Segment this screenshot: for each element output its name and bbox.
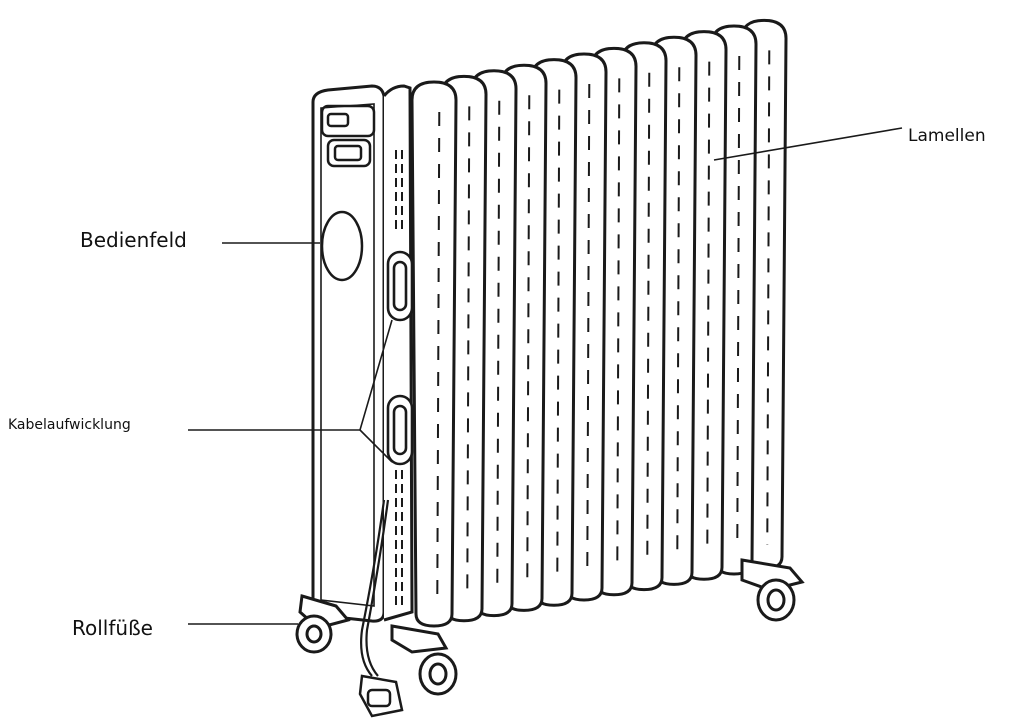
- leader-lines: [188, 127, 903, 625]
- radiator-fin: [410, 80, 458, 628]
- cable-winding-slots: [386, 250, 414, 466]
- fin-dash-line: [466, 106, 471, 597]
- fin-dash-line: [706, 61, 711, 556]
- fin-dash-line: [736, 55, 741, 551]
- leader-cable-winding-2: [359, 429, 393, 463]
- front-castor-left: [295, 594, 351, 654]
- fin-dash-line: [496, 100, 501, 592]
- fin-dash-line: [526, 95, 531, 587]
- label-castor-feet: Rollfüße: [72, 616, 153, 640]
- panel-front-edge: [382, 84, 414, 622]
- top-controls: [320, 104, 376, 168]
- fin-dash-line: [556, 89, 561, 582]
- radiator-fins: [410, 18, 788, 628]
- label-cable-winding: Kabelaufwicklung: [8, 417, 131, 433]
- fin-dash-line: [616, 78, 621, 571]
- fin-dash-line: [646, 72, 651, 566]
- front-castor-right: [390, 624, 458, 696]
- leader-fins: [713, 127, 903, 161]
- label-control-panel: Bedienfeld: [80, 228, 187, 252]
- control-knob: [320, 210, 364, 282]
- power-plug: [358, 674, 404, 718]
- rear-castor: [740, 558, 805, 622]
- fin-dash-line: [676, 67, 681, 561]
- fin-dash-line: [436, 111, 441, 603]
- fin-dash-line: [766, 50, 771, 545]
- vent-slots: [395, 150, 403, 605]
- power-cable: [360, 499, 390, 677]
- fin-dash-line: [586, 83, 591, 577]
- label-fins: Lamellen: [908, 126, 986, 146]
